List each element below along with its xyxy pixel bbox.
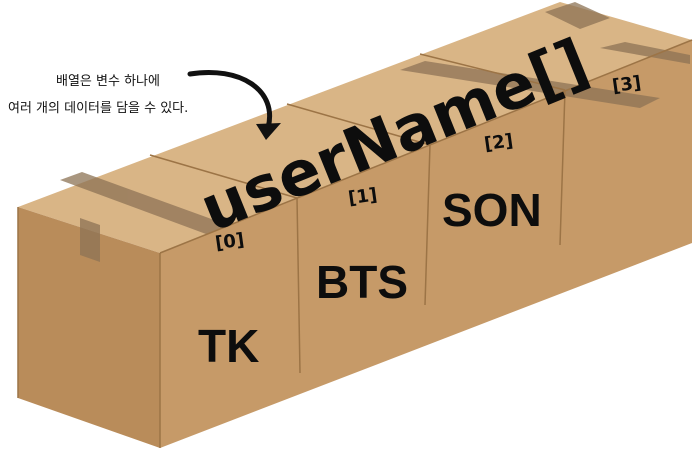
caption-line-1: 배열은 변수 하나에 <box>56 74 160 89</box>
index-label-1: [1] <box>347 184 379 209</box>
slot-value-1: BTS <box>316 256 408 308</box>
slot-value-2: SON <box>442 184 542 236</box>
box-front-face <box>18 207 160 448</box>
pointer-arrow <box>187 70 273 131</box>
index-label-2: [2] <box>483 130 515 155</box>
index-label-0: [0] <box>214 229 246 254</box>
compartment-seams <box>17 39 693 448</box>
index-label-3: [3] <box>611 72 643 97</box>
pointer-arrowhead-icon <box>256 123 281 140</box>
caption-line-2: 여러 개의 데이터를 담을 수 있다. <box>8 101 189 116</box>
box-top-face <box>18 2 692 253</box>
box-side-face <box>160 40 692 448</box>
tape-strips <box>60 2 690 262</box>
slot-value-0: TK <box>198 320 259 372</box>
